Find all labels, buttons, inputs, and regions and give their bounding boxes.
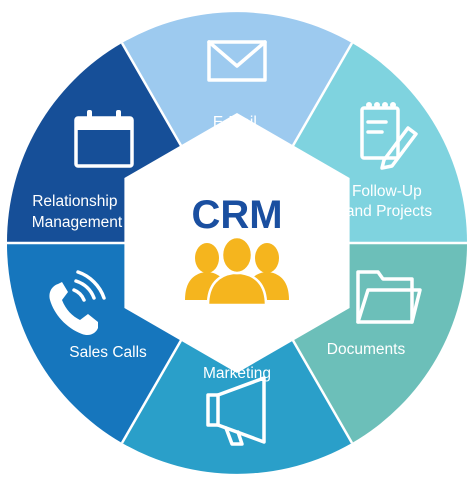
label-email-integration: E-Mail Integration [200, 114, 273, 151]
megaphone-icon [206, 376, 266, 446]
label-relationship-line2: Management [32, 214, 123, 231]
label-follow-up-line1: Follow-Up [352, 183, 422, 200]
label-email-marketing: E-Mail Marketing [203, 345, 271, 382]
center-title: CRM [191, 193, 282, 237]
label-documents: Documents [327, 341, 406, 358]
label-relationship: Relationship Management [32, 193, 123, 231]
label-email-integration-line2: Integration [200, 134, 273, 151]
phone-icon [49, 270, 106, 336]
label-sales-calls: Sales Calls [69, 344, 147, 361]
envelope-icon [207, 40, 267, 82]
label-relationship-line1: Relationship [32, 193, 117, 210]
label-follow-up-line2: and Projects [346, 203, 432, 220]
calendar-icon [74, 110, 134, 168]
label-email-integration-line1: E-Mail [213, 114, 257, 131]
label-email-marketing-line2: Marketing [203, 365, 271, 382]
label-follow-up: Follow-Up and Projects [346, 183, 432, 220]
notepad-pencil-icon [360, 102, 418, 170]
label-email-marketing-line1: E-Mail [213, 345, 257, 362]
people-group-icon [185, 235, 289, 307]
segment-labels: E-Mail Integration Follow-Up and Project… [32, 114, 433, 382]
label-documents-line1: Documents [327, 341, 406, 358]
label-sales-calls-line1: Sales Calls [69, 344, 147, 361]
folder-icon [356, 270, 422, 324]
